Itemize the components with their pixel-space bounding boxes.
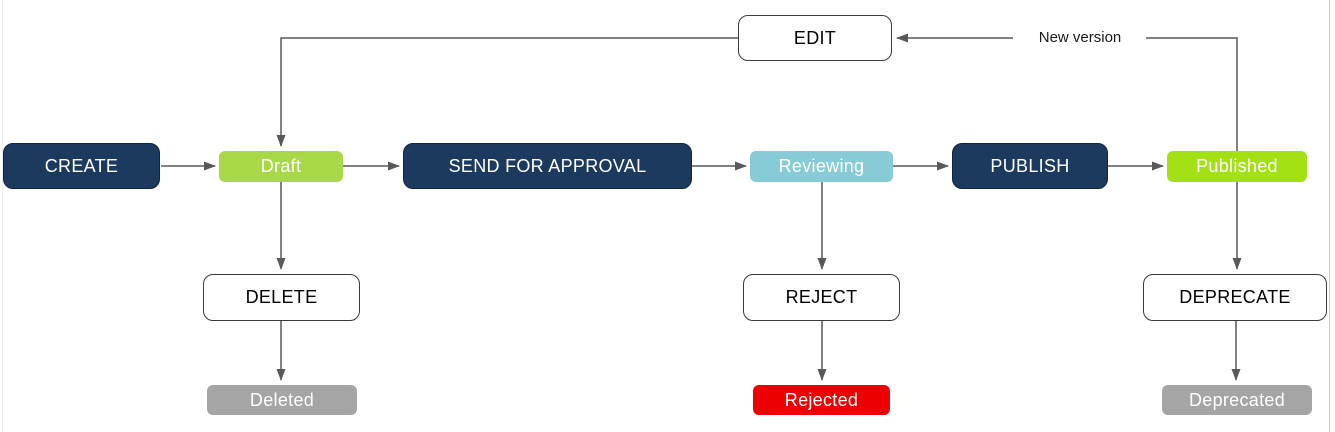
edge-published-edit-segment xyxy=(1146,37,1238,151)
node-edit[interactable]: EDIT xyxy=(738,15,892,61)
node-deleted[interactable]: Deleted xyxy=(207,385,357,415)
node-rejected-label: Rejected xyxy=(784,389,859,410)
node-deprecated[interactable]: Deprecated xyxy=(1162,385,1312,415)
node-send-for-approval-label: SEND FOR APPROVAL xyxy=(448,155,647,176)
panel-border-right xyxy=(1329,0,1330,432)
node-create-label: CREATE xyxy=(44,155,119,176)
node-delete[interactable]: DELETE xyxy=(203,274,360,321)
node-deprecate-label: DEPRECATE xyxy=(1179,287,1291,307)
node-reject[interactable]: REJECT xyxy=(743,274,900,321)
node-deprecated-label: Deprecated xyxy=(1188,389,1286,410)
node-reject-label: REJECT xyxy=(785,287,858,307)
node-rejected[interactable]: Rejected xyxy=(753,385,890,415)
node-draft-label: Draft xyxy=(260,156,302,176)
node-publish[interactable]: PUBLISH xyxy=(952,143,1108,189)
panel-border-left xyxy=(2,0,3,432)
node-delete-label: DELETE xyxy=(245,287,318,307)
edge-label-new-version: New version xyxy=(1032,29,1128,46)
node-send-for-approval[interactable]: SEND FOR APPROVAL xyxy=(403,143,692,189)
node-deleted-label: Deleted xyxy=(249,389,315,410)
node-draft[interactable]: Draft xyxy=(219,151,343,182)
node-publish-label: PUBLISH xyxy=(990,155,1070,176)
node-create[interactable]: CREATE xyxy=(3,143,160,189)
node-published[interactable]: Published xyxy=(1167,151,1307,182)
edge-edit-draft xyxy=(276,37,738,147)
node-reviewing-label: Reviewing xyxy=(778,156,865,176)
node-reviewing[interactable]: Reviewing xyxy=(750,151,893,182)
node-published-label: Published xyxy=(1196,156,1278,176)
node-edit-label: EDIT xyxy=(793,27,837,48)
node-deprecate[interactable]: DEPRECATE xyxy=(1143,274,1327,321)
